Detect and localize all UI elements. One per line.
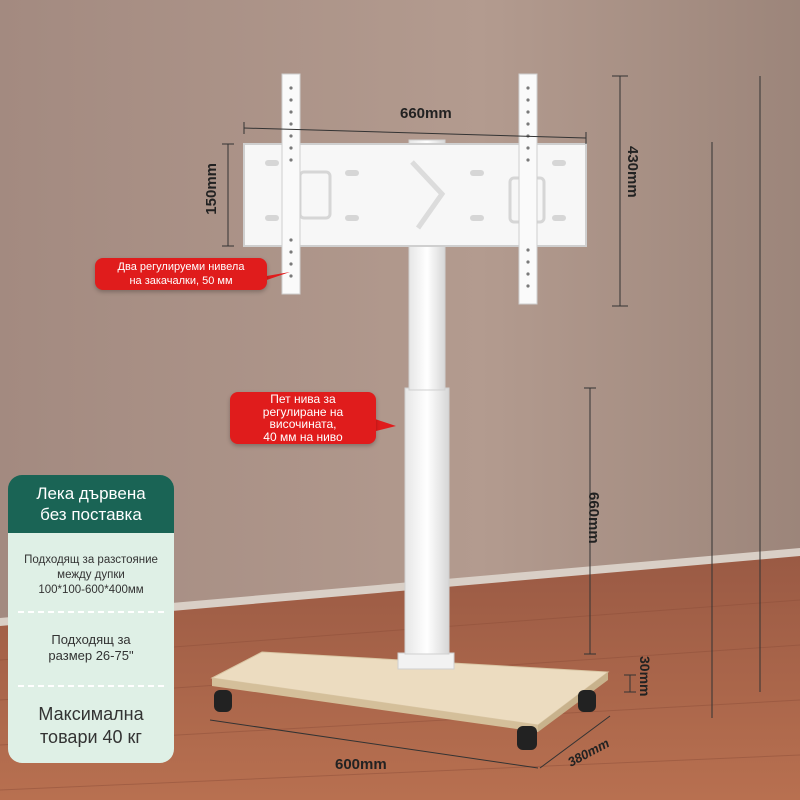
callout-height-levels: Пет нива за регулиране на височината, 40… [230, 392, 376, 444]
panel-title-line-2: без поставка [40, 505, 142, 524]
hanger-arm-left [281, 73, 301, 295]
column-foot [397, 652, 455, 670]
feature-panel-body: Подходящ за разстояние между дупки 100*1… [8, 533, 174, 763]
feature-load-line-2: товари 40 кг [40, 727, 142, 747]
callout-column-line-4: 40 мм на ниво [263, 429, 343, 444]
feature-vesa-line-3: 100*100-600*400мм [38, 583, 144, 596]
plate-slots [265, 160, 566, 221]
feature-vesa-line-1: Подходящ за разстояние [24, 553, 158, 566]
callout-bracket-levels: Два регулируеми нивела на закачалки, 50 … [95, 258, 267, 290]
dim-base-width: 600mm [335, 756, 387, 773]
wooden-base-front [212, 678, 538, 732]
feature-size-line-1: Подходящ за [51, 632, 131, 647]
feature-screen-size: Подходящ за размер 26-75" [8, 621, 174, 675]
hanger-arm-right [518, 73, 538, 305]
feature-vesa: Подходящ за разстояние между дупки 100*1… [8, 543, 174, 607]
lower-column [404, 387, 450, 655]
callout-column-line-2: регулиране на [262, 404, 344, 419]
feature-max-load: Максимална товари 40 кг [8, 695, 174, 757]
dim-vesa-height: 430mm [624, 146, 641, 198]
panel-divider-1 [18, 611, 164, 613]
feature-load-line-1: Максимална [38, 704, 144, 724]
callout-bracket-line-2: на закачалки, 50 мм [129, 275, 233, 287]
feature-size-line-2: размер 26-75" [48, 648, 134, 663]
callout-column-line-3: височината, [269, 417, 337, 431]
dim-bracket-height: 150mm [203, 163, 220, 215]
baseboard [0, 548, 800, 626]
feature-panel-title: Лека дървена без поставка [8, 475, 174, 533]
dimension-lines [209, 75, 761, 769]
wooden-base-side [538, 672, 608, 732]
panel-divider-2 [18, 685, 164, 687]
plate-cross-brace [410, 160, 446, 230]
feature-vesa-line-2: между дупки [57, 568, 125, 581]
callout-pointer-column [372, 418, 396, 432]
panel-title-line-1: Лека дървена [36, 484, 146, 503]
dim-top-width: 660mm [400, 105, 452, 122]
callout-column-line-1: Пет нива за [270, 392, 336, 406]
caster-wheels [214, 690, 596, 750]
dim-column-height: 660mm [585, 492, 602, 544]
callout-bracket-line-1: Два регулируеми нивела [117, 261, 245, 273]
dim-base-thickness: 30mm [637, 656, 653, 697]
